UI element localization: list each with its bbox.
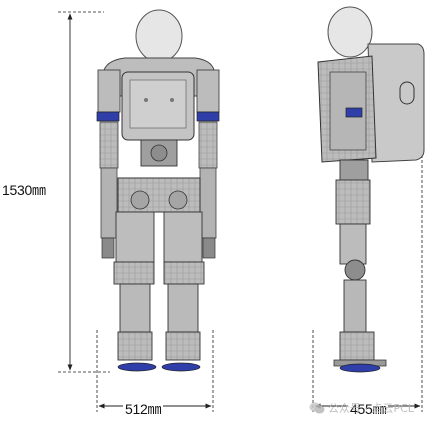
robot-side-view <box>317 6 425 373</box>
width-dimension-label: 512㎜ <box>123 399 164 419</box>
robot-front-view <box>96 9 220 372</box>
robot-backpack <box>367 43 425 163</box>
height-dimension-label: 1530㎜ <box>2 182 46 198</box>
depth-dimension-label: 455㎜ <box>348 399 389 419</box>
robot-head-side <box>327 6 373 58</box>
wechat-icon <box>309 402 325 414</box>
watermark: 公众号 · 点云PCL <box>309 397 414 419</box>
height-dimension <box>58 11 110 373</box>
right-foot <box>161 362 201 372</box>
robot-head <box>135 9 183 63</box>
watermark-text: 公众号 · 点云PCL <box>328 402 414 415</box>
left-foot <box>117 362 157 372</box>
left-shoulder-band <box>96 111 120 122</box>
robot-pelvis <box>117 177 201 213</box>
right-shoulder-band <box>196 111 220 122</box>
side-foot <box>339 363 381 373</box>
